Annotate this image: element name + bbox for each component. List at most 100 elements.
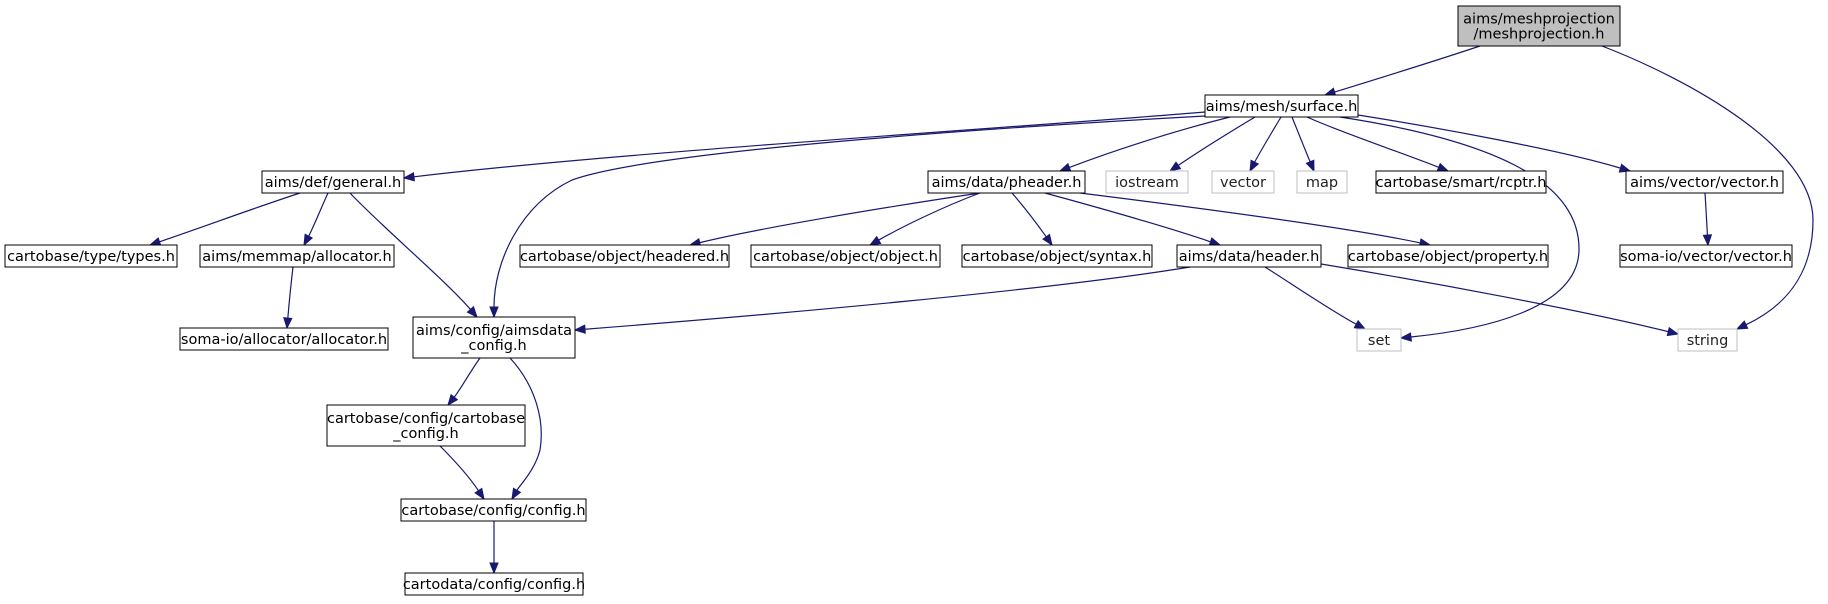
edge-surface-to-set (1339, 116, 1580, 342)
node-box[interactable] (1204, 94, 1359, 118)
edge-general-to-types (148, 192, 301, 247)
edge-line (1011, 192, 1047, 238)
edge-pheader-to-header (1044, 192, 1222, 247)
node-label: cartobase/object/headered.h (520, 249, 729, 265)
node-iostream[interactable]: iostream (1105, 170, 1189, 194)
arrowhead-icon (511, 487, 522, 501)
edge-line (1306, 116, 1439, 168)
node-object[interactable]: cartobase/object/object.h (750, 244, 941, 268)
node-soma_allocator[interactable]: soma-io/allocator/allocator.h (179, 327, 389, 351)
node-label: cartobase/object/object.h (753, 249, 938, 265)
node-syntax[interactable]: cartobase/object/syntax.h (961, 244, 1153, 268)
node-box[interactable] (927, 170, 1086, 194)
edge-config-to-cartodata_config (489, 521, 499, 575)
node-rcptr[interactable]: cartobase/smart/rcptr.h (1375, 170, 1547, 194)
arrowhead-icon (402, 172, 415, 182)
arrowhead-icon (1249, 159, 1260, 173)
node-label: cartobase/type/types.h (7, 249, 175, 265)
node-headered[interactable]: cartobase/object/headered.h (519, 244, 730, 268)
node-allocator[interactable]: aims/memmap/allocator.h (199, 244, 395, 268)
node-box[interactable] (1105, 170, 1189, 194)
node-box[interactable] (519, 244, 730, 268)
node-label: aims/meshprojection (1463, 12, 1615, 28)
edge-header-to-set (1264, 266, 1367, 330)
edge-line (878, 192, 981, 241)
arrowhead-icon (489, 562, 499, 575)
node-label: cartobase/object/property.h (1348, 249, 1548, 265)
node-aimsdata_config[interactable]: aims/config/aimsdata_config.h (412, 316, 576, 359)
node-box[interactable] (1347, 244, 1549, 268)
node-box[interactable] (1296, 170, 1348, 194)
node-pheader[interactable]: aims/data/pheader.h (927, 170, 1086, 194)
node-box[interactable] (412, 316, 576, 359)
edge-line (1254, 116, 1282, 163)
edge-line (1069, 116, 1231, 169)
node-label: aims/def/general.h (265, 175, 402, 191)
node-surface[interactable]: aims/mesh/surface.h (1204, 94, 1359, 118)
node-box[interactable] (1375, 170, 1547, 194)
node-box[interactable] (1625, 170, 1784, 194)
node-box[interactable] (4, 244, 178, 268)
arrowhead-icon (148, 237, 162, 247)
node-soma_vector[interactable]: soma-io/vector/vector.h (1619, 244, 1793, 268)
edge-surface-to-vector (1249, 116, 1282, 173)
edge-general-to-aimsdata_config (349, 192, 478, 319)
node-box[interactable] (961, 244, 1153, 268)
node-label: aims/data/pheader.h (932, 175, 1082, 191)
node-box[interactable] (199, 244, 395, 268)
edge-allocator-to-soma_allocator (283, 266, 294, 330)
node-label: aims/memmap/allocator.h (202, 249, 391, 265)
node-map[interactable]: map (1296, 170, 1348, 194)
node-box[interactable] (1619, 244, 1793, 268)
edge-line (1044, 192, 1211, 243)
node-property[interactable]: cartobase/object/property.h (1347, 244, 1549, 268)
node-box[interactable] (1457, 5, 1621, 47)
arrowhead-icon (1702, 234, 1713, 247)
node-label: aims/vector/vector.h (1630, 175, 1779, 191)
edge-surface-to-vector_h (1357, 114, 1632, 173)
edge-surface-to-aimsdata_config (489, 115, 1206, 319)
edge-aimsdata_config-to-cartobase_config (447, 357, 481, 407)
nodes-layer: aims/meshprojection/meshprojection.haims… (4, 5, 1793, 596)
node-vector_h[interactable]: aims/vector/vector.h (1625, 170, 1784, 194)
edge-line (1291, 116, 1311, 163)
edges-layer (148, 45, 1814, 575)
node-cartobase_config[interactable]: cartobase/config/cartobase_config.h (326, 404, 526, 447)
node-config[interactable]: cartobase/config/config.h (400, 498, 587, 522)
node-box[interactable] (1176, 244, 1322, 268)
arrowhead-icon (1735, 320, 1749, 330)
node-box[interactable] (261, 170, 405, 194)
node-box[interactable] (326, 404, 526, 447)
edge-surface-to-rcptr (1306, 116, 1450, 172)
edge-line (584, 266, 1191, 330)
node-label: cartobase/config/cartobase (327, 411, 525, 427)
node-box[interactable] (179, 327, 389, 351)
node-label: soma-io/allocator/allocator.h (181, 332, 387, 348)
node-box[interactable] (750, 244, 941, 268)
edge-line (413, 111, 1206, 178)
edge-line (1079, 192, 1421, 244)
node-box[interactable] (1211, 170, 1275, 194)
edge-pheader-to-property (1079, 192, 1432, 248)
node-box[interactable] (1677, 328, 1738, 352)
node-header[interactable]: aims/data/header.h (1176, 244, 1322, 268)
node-box[interactable] (400, 498, 587, 522)
arrowhead-icon (1399, 332, 1412, 342)
edge-line (308, 192, 329, 237)
node-box[interactable] (1356, 328, 1402, 352)
node-box[interactable] (404, 572, 584, 596)
node-string[interactable]: string (1677, 328, 1738, 352)
node-types[interactable]: cartobase/type/types.h (4, 244, 178, 268)
node-vector[interactable]: vector (1211, 170, 1275, 194)
arrowhead-icon (1208, 237, 1222, 247)
node-general[interactable]: aims/def/general.h (261, 170, 405, 194)
node-root[interactable]: aims/meshprojection/meshprojection.h (1457, 5, 1621, 47)
edge-line (1601, 45, 1814, 326)
node-cartodata_config[interactable]: cartodata/config/config.h (403, 572, 585, 596)
edge-line (1320, 263, 1669, 333)
node-label: cartobase/smart/rcptr.h (1376, 175, 1547, 191)
node-set[interactable]: set (1356, 328, 1402, 352)
edge-line (349, 192, 471, 310)
arrowhead-icon (283, 317, 293, 330)
